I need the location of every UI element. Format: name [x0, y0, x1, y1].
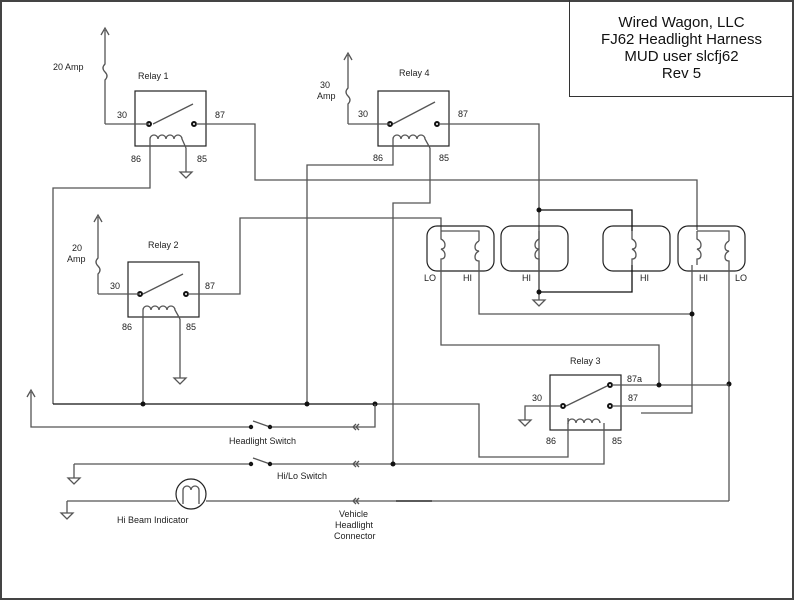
relay-2-label: Relay 2	[148, 240, 179, 250]
svg-text:86: 86	[373, 153, 383, 163]
svg-text:86: 86	[131, 154, 141, 164]
author: MUD user slcfj62	[624, 48, 739, 65]
relay-2-coil-icon	[142, 305, 181, 320]
svg-text:Amp: Amp	[317, 91, 336, 101]
company-name: Wired Wagon, LLC	[618, 14, 745, 31]
svg-text:85: 85	[612, 436, 622, 446]
hilo-switch-label: Hi/Lo Switch	[277, 471, 327, 481]
svg-text:87: 87	[628, 393, 638, 403]
svg-text:HI: HI	[463, 273, 472, 283]
headlight-4: HI LO	[677, 225, 747, 283]
connector-icon	[352, 423, 360, 431]
relay-1: Relay 1 30 87 86 85 20 Amp	[53, 62, 225, 164]
svg-text:LO: LO	[735, 273, 747, 283]
svg-text:Headlight: Headlight	[335, 520, 374, 530]
relay-4: Relay 4 30 87 86 85 30 Amp	[317, 68, 468, 163]
svg-text:30: 30	[117, 110, 127, 120]
relay-4-label: Relay 4	[399, 68, 430, 78]
svg-text:86: 86	[546, 436, 556, 446]
svg-text:85: 85	[186, 322, 196, 332]
relay-1-coil-icon	[149, 134, 187, 149]
diagram-title: FJ62 Headlight Harness	[601, 31, 762, 48]
svg-text:30: 30	[532, 393, 542, 403]
svg-text:HI: HI	[699, 273, 708, 283]
headlight-3: HI	[602, 225, 671, 283]
hi-beam-indicator-label: Hi Beam Indicator	[117, 515, 189, 525]
hi-beam-indicator: Hi Beam Indicator	[59, 478, 729, 525]
hilo-switch[interactable]: Hi/Lo Switch	[66, 457, 396, 485]
svg-text:30: 30	[110, 281, 120, 291]
headlight-switch[interactable]: Headlight Switch	[26, 388, 376, 446]
svg-text:HI: HI	[522, 273, 531, 283]
relay-1-label: Relay 1	[138, 71, 169, 81]
relay-3: Relay 3 30 87a 87 86 85	[532, 356, 642, 446]
svg-text:85: 85	[197, 154, 207, 164]
connector-icon	[352, 460, 360, 468]
svg-text:30: 30	[320, 80, 330, 90]
svg-text:87a: 87a	[627, 374, 642, 384]
revision: Rev 5	[661, 65, 702, 82]
headlight-switch-label: Headlight Switch	[229, 436, 296, 446]
svg-text:87: 87	[458, 109, 468, 119]
title-block: Wired Wagon, LLC FJ62 Headlight Harness …	[569, 0, 793, 97]
svg-text:87: 87	[215, 110, 225, 120]
svg-text:HI: HI	[640, 273, 649, 283]
svg-text:85: 85	[439, 153, 449, 163]
lamp-icon	[182, 485, 200, 504]
relay-1-fuse-label: 20 Amp	[53, 62, 84, 72]
svg-text:Amp: Amp	[67, 254, 86, 264]
svg-text:Vehicle: Vehicle	[339, 509, 368, 519]
relay-3-coil-icon	[567, 418, 601, 424]
svg-text:LO: LO	[424, 273, 436, 283]
vehicle-headlight-connector: Vehicle Headlight Connector	[334, 509, 376, 541]
svg-text:30: 30	[358, 109, 368, 119]
svg-text:Connector: Connector	[334, 531, 376, 541]
svg-text:86: 86	[122, 322, 132, 332]
relay-4-coil-icon	[392, 134, 431, 149]
svg-text:20: 20	[72, 243, 82, 253]
svg-text:87: 87	[205, 281, 215, 291]
connector-icon	[352, 497, 360, 505]
relay-2: Relay 2 30 87 86 85 20 Amp	[67, 240, 215, 332]
ground-icon	[178, 171, 194, 179]
headlight-1: LO HI	[424, 225, 495, 283]
relay-3-label: Relay 3	[570, 356, 601, 366]
headlight-2: HI	[500, 225, 569, 283]
